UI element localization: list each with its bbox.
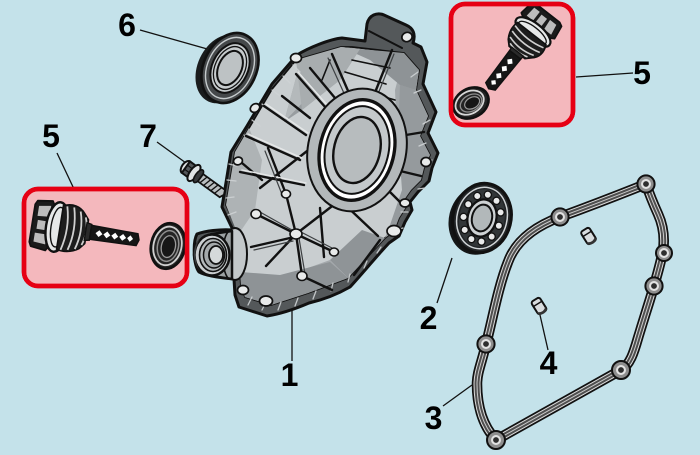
svg-text:4: 4 — [540, 345, 558, 381]
svg-text:7: 7 — [139, 118, 157, 154]
svg-text:5: 5 — [42, 118, 60, 154]
svg-text:2: 2 — [420, 300, 438, 336]
svg-text:6: 6 — [118, 7, 136, 43]
svg-text:1: 1 — [281, 357, 299, 393]
svg-text:5: 5 — [633, 55, 651, 91]
svg-text:3: 3 — [425, 400, 443, 436]
